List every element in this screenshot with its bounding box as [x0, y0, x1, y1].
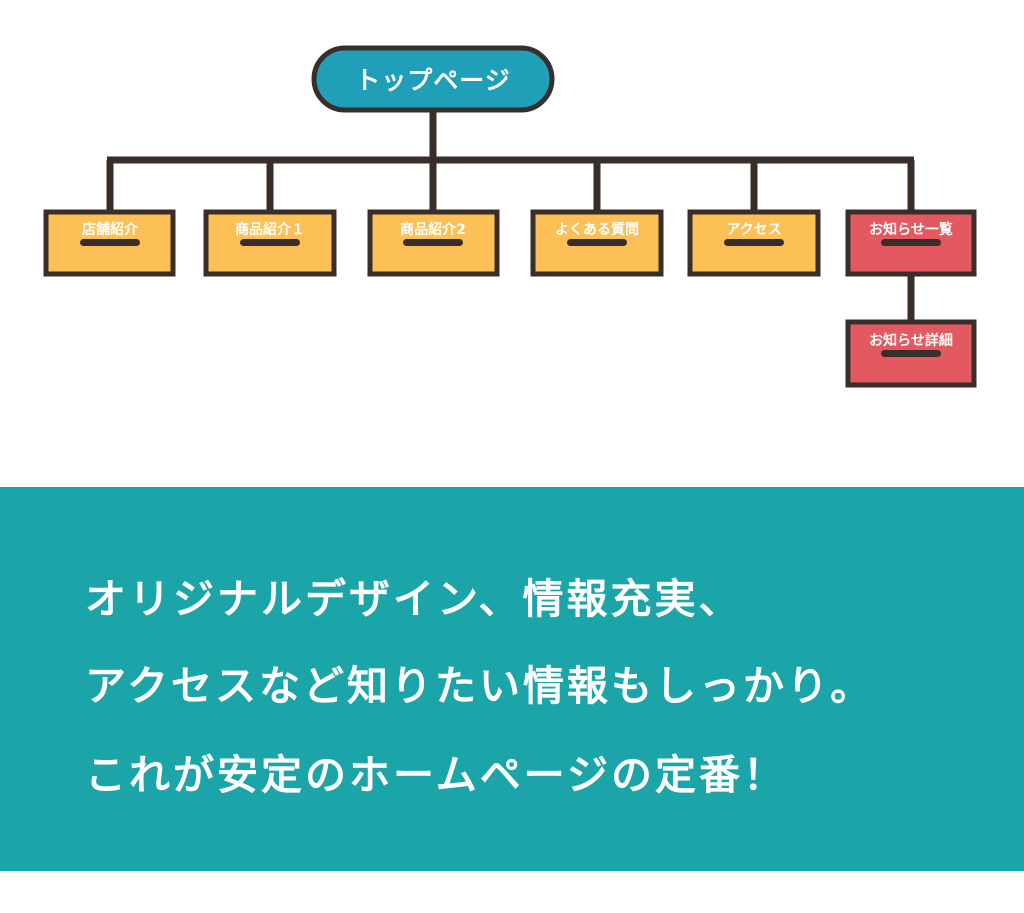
sitemap-diagram: トップページ 店舗紹介 商品紹介１ 商品紹介2 よくある質問 アクセス お知らせ… [43, 45, 977, 388]
node-bar [567, 239, 627, 246]
tagline-line-1: オリジナルデザイン、情報充実、 [85, 575, 743, 623]
child-node-2: 商品紹介１ [203, 209, 337, 277]
root-pill [311, 45, 555, 113]
node-label: 店舗紹介 [82, 221, 139, 238]
child-node-1: 店舗紹介 [43, 209, 176, 277]
child-node-6: お知らせ一覧 [845, 209, 977, 277]
node-bar [881, 350, 941, 357]
node-bar [240, 239, 300, 246]
node-label: アクセス [726, 222, 781, 238]
node-label: お知らせ詳細 [869, 332, 953, 349]
grandchild-node: お知らせ詳細 [845, 319, 977, 388]
node-label: 商品紹介2 [400, 221, 466, 238]
tagline-line-3: これが安定のホームページの定番！ [85, 751, 787, 799]
node-label: よくある質問 [555, 221, 639, 238]
root-node: トップページ [311, 45, 555, 113]
node-box [845, 209, 977, 277]
node-label: 商品紹介１ [235, 221, 305, 238]
child-node-3: 商品紹介2 [367, 209, 500, 277]
node-bar [724, 239, 784, 246]
connector-lines [106, 110, 915, 322]
tagline-banner: オリジナルデザイン、情報充実、 アクセスなど知りたい情報もしっかり。 これが安定… [0, 487, 1024, 871]
node-bar [403, 239, 463, 246]
node-bar [881, 239, 941, 246]
child-node-5: アクセス [687, 209, 821, 277]
tagline-line-2: アクセスなど知りたい情報もしっかり。 [85, 662, 875, 710]
node-label: お知らせ一覧 [869, 221, 953, 238]
node-bar [80, 239, 140, 246]
child-node-4: よくある質問 [530, 209, 664, 277]
node-box [367, 209, 500, 277]
root-label: トップページ [355, 66, 511, 95]
